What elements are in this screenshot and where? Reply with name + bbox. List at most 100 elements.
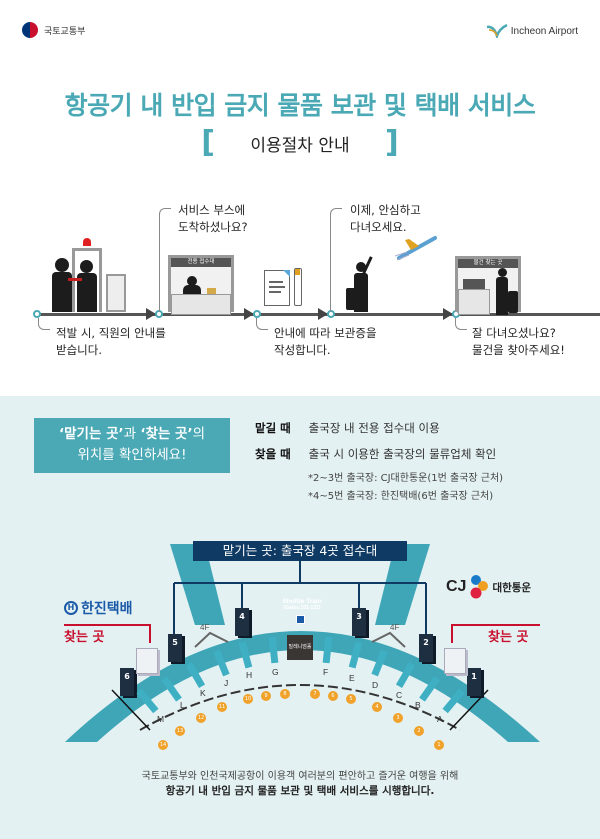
counter xyxy=(171,294,231,315)
gate-label-a: A xyxy=(437,714,443,724)
booth-sign: 전용 접수대 xyxy=(171,258,231,267)
passenger-body xyxy=(77,273,97,312)
gate-label-j: J xyxy=(224,678,229,688)
step-1-text: 적발 시, 직원의 안내를 받습니다. xyxy=(56,326,166,357)
timeline-node-3 xyxy=(253,310,261,318)
gate-number: 8 xyxy=(280,689,290,699)
hanjin-h-icon: H xyxy=(64,601,78,615)
gate-label-g: G xyxy=(272,667,279,677)
gate-number: 13 xyxy=(175,726,185,736)
callout-line xyxy=(455,318,467,330)
note-hanjin: *4~5번 출국장: 한진택배(6번 출국장 근처) xyxy=(308,491,494,502)
departure-gate-2: 2 xyxy=(419,634,433,662)
departure-gate-5: 5 xyxy=(168,634,182,662)
shuttle-train-label: Shuttle Train (Gates 101-132) xyxy=(282,598,322,611)
airplane-icon xyxy=(395,236,437,261)
note-cj: *2~3번 출국장: CJ대한통운(1번 출국장 근처) xyxy=(308,473,504,484)
traveler-illustration xyxy=(346,256,376,312)
hanjin-pickup-label: 찾는 곳 xyxy=(64,630,105,645)
gate-label-h: H xyxy=(246,670,253,680)
pickup-booth-illustration: 물건 찾는 곳 xyxy=(455,256,521,315)
customer-body xyxy=(496,277,508,315)
left-bracket: [ xyxy=(201,125,215,160)
gate-number: 5 xyxy=(346,694,356,704)
timeline-arrow-icon xyxy=(146,308,156,320)
departure-gate-4: 4 xyxy=(235,608,249,636)
departure-gate-3: 3 xyxy=(352,608,366,636)
guard-head xyxy=(55,258,69,272)
footer-emphasis: 항공기 내 반입 금지 물품 보관 및 택배 서비스를 시행합니다. xyxy=(165,785,435,797)
gate-label-f: F xyxy=(323,667,329,677)
drop-off-title: 맡기는 곳: 출국장 4곳 접수대 xyxy=(193,541,407,561)
departure-gate-6: 6 xyxy=(120,668,134,696)
suitcase-icon xyxy=(346,288,356,310)
ministry-name: 국토교통부 xyxy=(44,26,86,37)
gate-number: 11 xyxy=(217,702,227,712)
gate-label-c: C xyxy=(396,690,403,700)
floor-label-left: 4F xyxy=(200,623,210,632)
footer-message: 국토교통부와 인천국제공항이 이용객 여러분의 편안하고 즐거운 여행을 위해 xyxy=(141,771,459,782)
departure-gate-1: 1 xyxy=(467,668,481,696)
airport-wing-icon xyxy=(486,24,508,38)
gate-number: 6 xyxy=(328,691,338,701)
timeline-arrow-icon xyxy=(443,308,453,320)
cj-pickup-label: 찾는 곳 xyxy=(488,630,529,645)
scanner-wand xyxy=(68,278,82,281)
gate-number: 2 xyxy=(414,726,424,736)
step-4-text: 이제, 안심하고 다녀오세요. xyxy=(350,203,421,234)
traveler-head xyxy=(356,262,366,272)
floor-label-right: 4F xyxy=(390,623,400,632)
right-bracket: ] xyxy=(385,125,399,160)
hanjin-logo: H 한진택배 xyxy=(64,598,133,618)
security-check-illustration xyxy=(52,238,160,312)
pencil-icon xyxy=(294,268,302,306)
gate-number: 1 xyxy=(434,740,444,750)
gate-label-d: D xyxy=(372,680,379,690)
drop-off-info: 맡길 때 출국장 내 전용 접수대 이용 xyxy=(255,421,440,435)
gate-label-m: M xyxy=(157,714,165,724)
guard-body xyxy=(52,272,72,312)
alarm-light-icon xyxy=(83,238,91,246)
xray-machine xyxy=(106,274,126,312)
gate-label-l: L xyxy=(180,700,185,710)
counter xyxy=(458,289,490,315)
incheon-airport-logo: Incheon Airport xyxy=(486,24,578,38)
traveler-body xyxy=(354,273,368,312)
step-5-text: 잘 다녀오셨나요? 물건을 찾아주세요! xyxy=(472,326,565,357)
gate-number: 3 xyxy=(393,713,403,723)
subtitle: 이용절차 안내 xyxy=(250,135,350,156)
gate-number: 12 xyxy=(196,713,206,723)
gate-label-k: K xyxy=(200,688,206,698)
timeline-node-1 xyxy=(33,310,41,318)
booth-sign: 물건 찾는 곳 xyxy=(458,259,518,268)
package-icon xyxy=(207,288,216,294)
callout-line xyxy=(330,208,342,312)
passenger-head xyxy=(80,260,93,273)
suitcase-icon xyxy=(508,291,518,313)
millennium-hall: 밀레니엄홀 xyxy=(287,635,313,660)
customer-head xyxy=(498,268,507,277)
gate-number: 7 xyxy=(310,689,320,699)
callout-line xyxy=(38,318,50,330)
callout-line xyxy=(159,208,171,312)
gate-number: 14 xyxy=(158,740,168,750)
staff-head xyxy=(187,276,197,286)
timeline-arrow-icon xyxy=(244,308,254,320)
location-notice-box: ‘맡기는 곳’과 ‘찾는 곳’의 위치를 확인하세요! xyxy=(34,418,230,473)
document-icon xyxy=(264,270,290,306)
gate-number: 9 xyxy=(261,691,271,701)
airport-name: Incheon Airport xyxy=(510,25,578,37)
stored-items xyxy=(463,279,485,289)
subtitle-group: [ 이용절차 안내 ] xyxy=(0,128,600,158)
reception-booth-illustration: 전용 접수대 xyxy=(168,255,234,315)
cj-logo: CJ 대한통운 xyxy=(446,574,531,600)
gate-label-e: E xyxy=(349,673,355,683)
hanjin-kiosk xyxy=(136,648,158,674)
cj-petal-icon xyxy=(470,575,489,599)
cj-kiosk xyxy=(444,648,466,674)
gate-number: 10 xyxy=(243,694,253,704)
ministry-logo: 국토교통부 xyxy=(22,22,85,38)
train-icon xyxy=(296,615,305,624)
gate-label-b: B xyxy=(415,700,421,710)
gate-number: 4 xyxy=(372,702,382,712)
